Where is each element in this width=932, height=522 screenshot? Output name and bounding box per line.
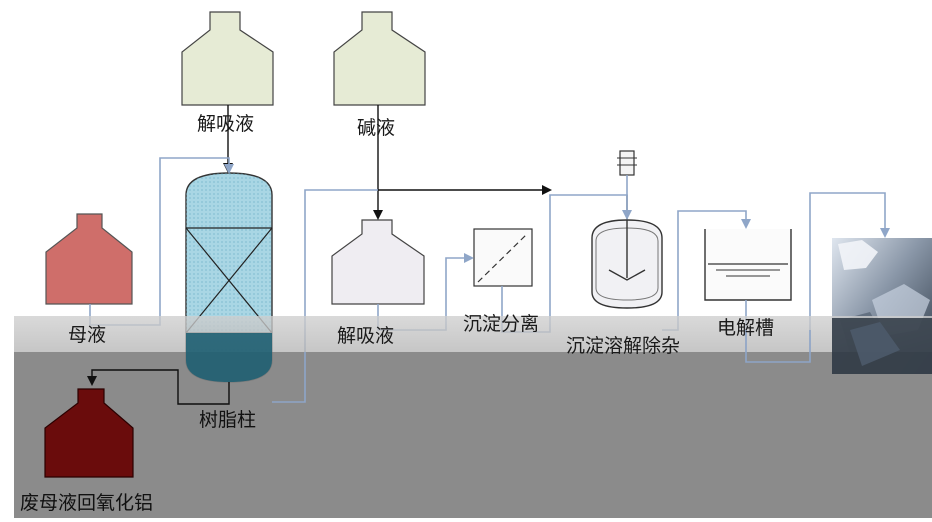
label-eluent-top: 解吸液 xyxy=(197,113,255,135)
label-precipitation-separation: 沉淀分离 xyxy=(463,313,540,335)
label-alkali: 碱液 xyxy=(357,117,396,139)
stirred-reactor xyxy=(591,150,663,309)
overlay-band-light xyxy=(14,316,932,352)
overlay-band-dark xyxy=(14,352,932,518)
label-precipitation-dissolution: 沉淀溶解除杂 xyxy=(566,335,681,357)
eluent-tank-top xyxy=(181,11,274,106)
electrolytic-cell xyxy=(704,229,792,301)
mother-liquor-tank xyxy=(45,213,133,305)
precipitation-separator xyxy=(473,228,533,287)
label-electrolytic-cell: 电解槽 xyxy=(717,317,775,339)
label-mother-liquor: 母液 xyxy=(68,324,107,346)
eluate-tank xyxy=(331,219,425,305)
alkali-tank xyxy=(333,11,426,106)
label-eluate: 解吸液 xyxy=(337,325,395,347)
label-waste-liquor-recovery: 废母液回氧化铝 xyxy=(20,492,154,514)
waste-liquor-tank xyxy=(44,388,134,478)
label-resin-column: 树脂柱 xyxy=(199,409,257,431)
